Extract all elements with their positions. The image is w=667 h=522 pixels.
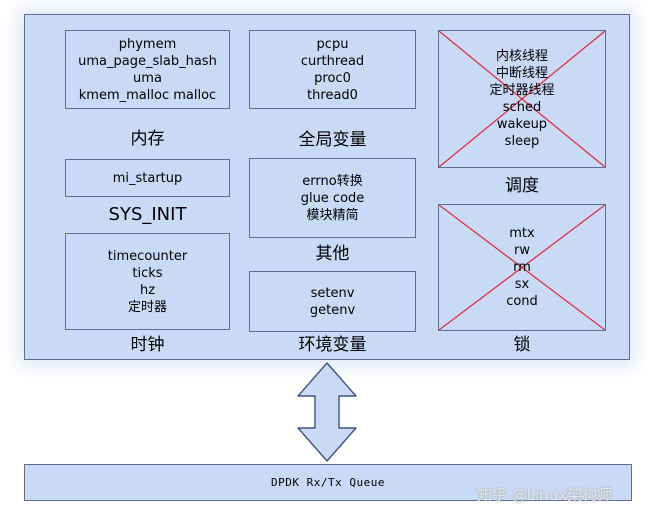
global-vars-line: thread0 — [307, 87, 358, 103]
memory-lines: phymem uma_page_slab_hash uma kmem_mallo… — [78, 36, 217, 104]
other-line: 模块精简 — [306, 207, 359, 223]
clock-line: ticks — [132, 265, 163, 281]
scheduling-line: 内核线程 — [495, 49, 548, 64]
other-caption: 其他 — [315, 244, 350, 264]
memory-caption: 内存 — [130, 129, 165, 149]
scheduling-line: sched — [502, 100, 542, 115]
env-vars-lines: setenv getenv — [310, 285, 355, 319]
watermark: 知乎 @Linux架构师 — [477, 486, 613, 504]
clock-box: timecounter ticks hz 定时器 — [65, 233, 230, 330]
locks-line: rw — [514, 243, 530, 258]
scheduling-line: sleep — [504, 134, 540, 149]
cross-out-mark — [439, 205, 605, 330]
locks-lines: mtx rw rm sx cond — [506, 225, 538, 310]
scheduling-line: wakeup — [496, 117, 548, 132]
sys-init-line: mi_startup — [112, 170, 183, 186]
clock-lines: timecounter ticks hz 定时器 — [108, 248, 187, 316]
dpdk-queue-bar: DPDK Rx/Tx Queue — [24, 464, 632, 501]
other-box: errno转换 glue code 模块精简 — [249, 158, 416, 238]
locks-line: rm — [513, 260, 531, 275]
dpdk-queue-label: DPDK Rx/Tx Queue — [271, 476, 385, 489]
clock-caption: 时钟 — [130, 335, 165, 355]
other-line: errno转换 — [302, 173, 363, 189]
locks-caption: 锁 — [513, 335, 531, 355]
env-vars-line: setenv — [310, 285, 355, 301]
global-vars-caption: 全局变量 — [298, 130, 367, 150]
env-vars-line: getenv — [309, 302, 356, 318]
memory-box: phymem uma_page_slab_hash uma kmem_mallo… — [65, 30, 230, 109]
locks-line: mtx — [509, 226, 535, 241]
sys-init-caption: SYS_INIT — [108, 204, 187, 225]
global-vars-lines: pcpu curthread proc0 thread0 — [301, 36, 364, 104]
sys-init-lines: mi_startup — [113, 170, 183, 187]
clock-line: 定时器 — [127, 299, 167, 315]
global-vars-box: pcpu curthread proc0 thread0 — [249, 30, 416, 109]
scheduling-line: 中断线程 — [495, 66, 548, 81]
memory-line: phymem — [118, 36, 177, 52]
cross-out-mark — [439, 31, 605, 167]
sys-init-box: mi_startup — [65, 159, 230, 197]
double-arrow-icon — [297, 362, 357, 462]
scheduling-line: 定时器线程 — [489, 83, 555, 98]
scheduling-caption: 调度 — [505, 176, 539, 196]
global-vars-line: proc0 — [314, 70, 351, 86]
memory-line: uma — [133, 70, 162, 86]
memory-line: kmem_malloc malloc — [78, 87, 217, 103]
freebsd-module-panel: phymem uma_page_slab_hash uma kmem_mallo… — [24, 14, 630, 360]
memory-line: uma_page_slab_hash — [78, 53, 217, 69]
locks-line: cond — [506, 294, 538, 309]
env-vars-box: setenv getenv — [249, 271, 416, 332]
global-vars-line: curthread — [300, 53, 365, 69]
env-vars-caption: 环境变量 — [298, 335, 367, 355]
locks-line: sx — [514, 277, 530, 292]
locks-box: mtx rw rm sx cond — [438, 204, 606, 331]
other-line: glue code — [300, 190, 365, 206]
scheduling-box: 内核线程 中断线程 定时器线程 sched wakeup sleep — [438, 30, 606, 168]
other-lines: errno转换 glue code 模块精简 — [301, 173, 365, 224]
clock-line: timecounter — [107, 248, 188, 264]
scheduling-lines: 内核线程 中断线程 定时器线程 sched wakeup sleep — [489, 48, 554, 150]
global-vars-line: pcpu — [316, 36, 349, 52]
clock-line: hz — [139, 282, 156, 298]
